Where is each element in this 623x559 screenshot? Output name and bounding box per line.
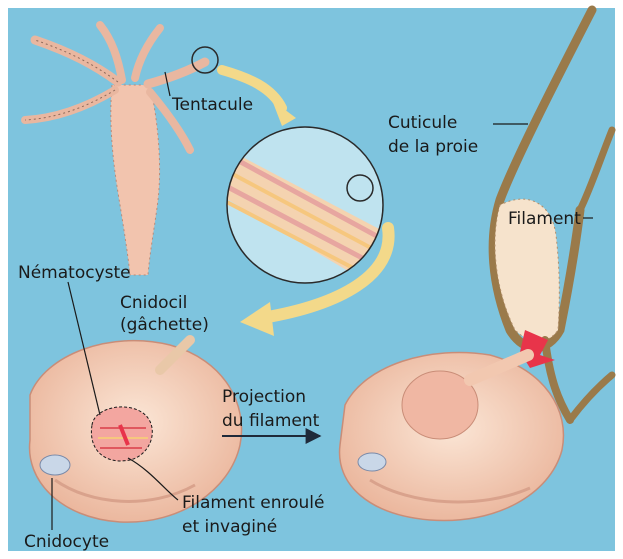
cnidocyte-cell-after <box>340 352 564 520</box>
label-coiled-1: Filament enroulé <box>182 493 324 513</box>
label-nematocyst: Nématocyste <box>18 263 131 283</box>
label-cnidocil-2: (gâchette) <box>120 315 209 335</box>
label-filament: Filament <box>508 209 581 229</box>
label-projection-1: Projection <box>222 387 306 407</box>
label-tentacle: Tentacule <box>171 95 253 115</box>
label-cuticle-1: Cuticule <box>388 113 457 133</box>
label-cnidocyte: Cnidocyte <box>24 532 109 552</box>
label-projection-2: du filament <box>222 411 320 431</box>
label-coiled-2: et invaginé <box>182 517 277 537</box>
coiled-filament <box>91 407 152 461</box>
label-cuticle-2: de la proie <box>388 137 478 157</box>
label-cnidocil-1: Cnidocil <box>120 293 187 313</box>
